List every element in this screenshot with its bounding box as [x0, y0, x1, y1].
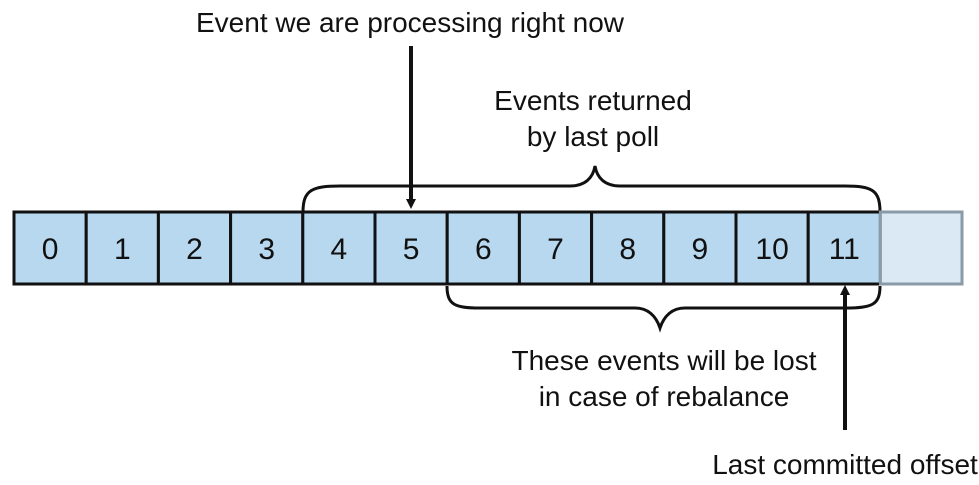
offset-cell-label: 3 — [258, 233, 275, 266]
offset-cell — [84, 210, 160, 286]
offset-cell-label: 0 — [42, 233, 59, 266]
offset-cell — [590, 210, 666, 286]
lost-brace — [445, 285, 882, 333]
lost-label-line1: These events will be lost — [511, 345, 816, 376]
offset-cell-label: 4 — [331, 233, 348, 266]
offset-cell-label: 10 — [755, 233, 788, 266]
offset-cell-label: 1 — [114, 233, 131, 266]
offset-cell-label: 7 — [547, 233, 564, 266]
offset-cell-label: 2 — [186, 233, 203, 266]
returned-label-line2: by last poll — [527, 121, 659, 152]
offset-cell-label: 5 — [403, 233, 420, 266]
lost-label-line2: in case of rebalance — [539, 381, 790, 412]
offset-cell — [734, 210, 810, 286]
offset-cell — [662, 210, 738, 286]
committed-label: Last committed offset — [712, 449, 978, 480]
processing-label: Event we are processing right now — [196, 7, 625, 38]
offset-cell-label: 9 — [692, 233, 709, 266]
offset-row: 0 1 2 3 4 5 6 7 8 9 10 11 — [12, 210, 964, 286]
returned-label-line1: Events returned — [494, 85, 692, 116]
offset-cell — [156, 210, 233, 286]
offset-cell-label: 6 — [475, 233, 492, 266]
offset-cell-label: 8 — [619, 233, 636, 266]
offset-cell-label: 11 — [829, 233, 860, 266]
returned-brace — [301, 165, 882, 213]
empty-slot — [878, 210, 964, 286]
